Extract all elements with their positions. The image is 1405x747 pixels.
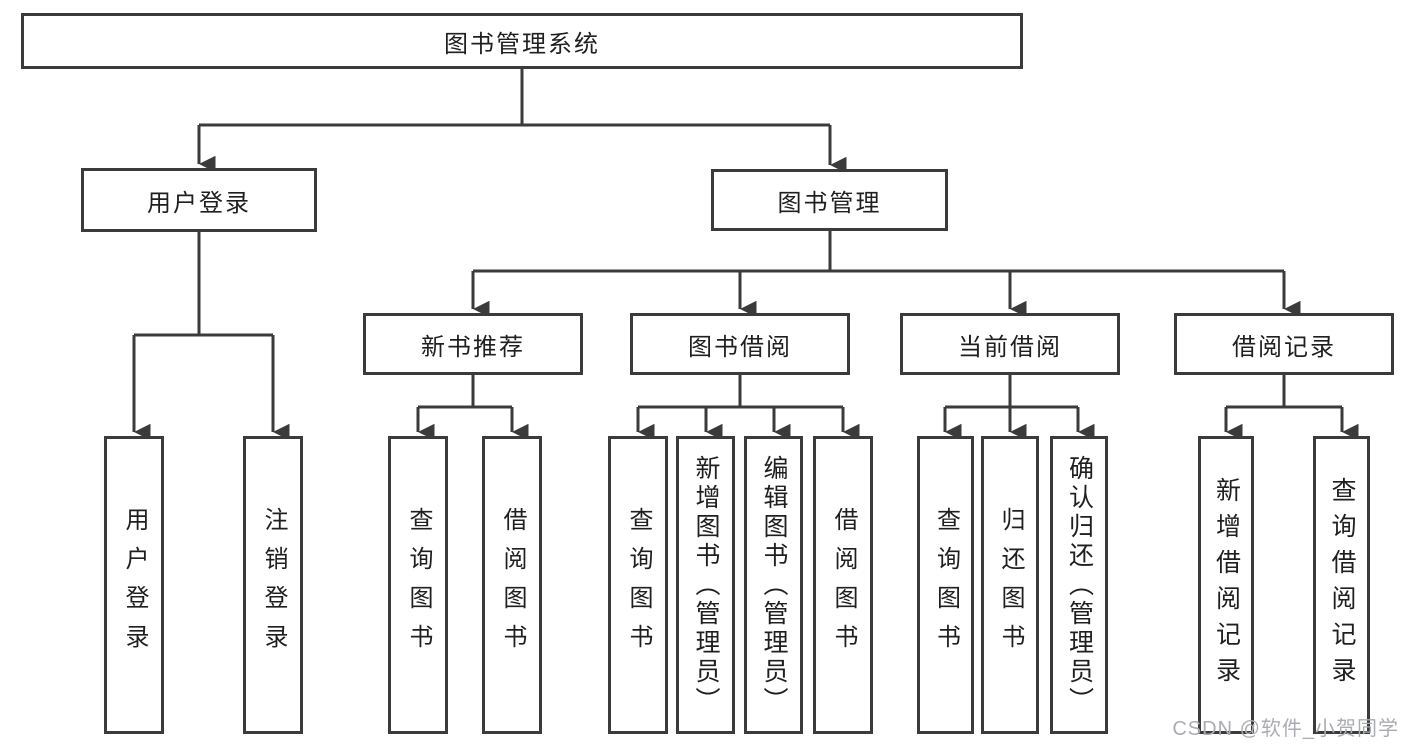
- leaf-label: 注销登录: [260, 507, 287, 663]
- leaf-label: 借阅图书: [499, 507, 526, 663]
- leaf-borrow-books-1: 借阅图书: [482, 436, 542, 734]
- node-book-management: 图书管理: [711, 169, 948, 231]
- leaf-label: 归还图书: [997, 507, 1024, 663]
- node-new-book-recommend: 新书推荐: [363, 313, 583, 375]
- leaf-query-borrow-record: 查询借阅记录: [1313, 436, 1370, 734]
- node-library-management-system: 图书管理系统: [21, 13, 1023, 69]
- leaf-borrow-books-2: 借阅图书: [813, 436, 873, 734]
- node-borrow-records: 借阅记录: [1174, 313, 1394, 375]
- leaf-edit-books-admin: 编辑图书︵管理员︶: [744, 436, 803, 734]
- leaf-query-books-3: 查询图书: [917, 436, 974, 734]
- leaf-add-borrow-record: 新增借阅记录: [1198, 436, 1254, 734]
- leaf-user-login: 用户登录: [104, 436, 164, 734]
- leaf-label: 查询图书: [932, 507, 960, 663]
- leaf-return-books: 归还图书: [981, 436, 1039, 734]
- leaf-label: 编辑图书︵管理员︶: [760, 454, 788, 716]
- leaf-label: 查询图书: [625, 507, 652, 663]
- node-book-borrow: 图书借阅: [630, 313, 850, 375]
- leaf-label: 查询借阅记录: [1328, 477, 1356, 693]
- node-current-borrow: 当前借阅: [900, 313, 1120, 375]
- leaf-query-books-1: 查询图书: [388, 436, 448, 734]
- leaf-confirm-return-admin: 确认归还︵管理员︶: [1050, 436, 1108, 734]
- leaf-label: 查询图书: [405, 507, 432, 663]
- leaf-logout: 注销登录: [243, 436, 303, 734]
- leaf-label: 新增借阅记录: [1212, 477, 1241, 693]
- leaf-label: 新增图书︵管理员︶: [692, 454, 720, 716]
- leaf-label: 确认归还︵管理员︶: [1065, 454, 1094, 716]
- leaf-label: 用户登录: [121, 507, 148, 663]
- node-user-login: 用户登录: [81, 168, 317, 232]
- leaf-label: 借阅图书: [830, 507, 857, 663]
- leaf-add-books-admin: 新增图书︵管理员︶: [676, 436, 735, 734]
- csdn-watermark: CSDN @软件_小贺同学: [1172, 718, 1399, 740]
- leaf-query-books-2: 查询图书: [608, 436, 668, 734]
